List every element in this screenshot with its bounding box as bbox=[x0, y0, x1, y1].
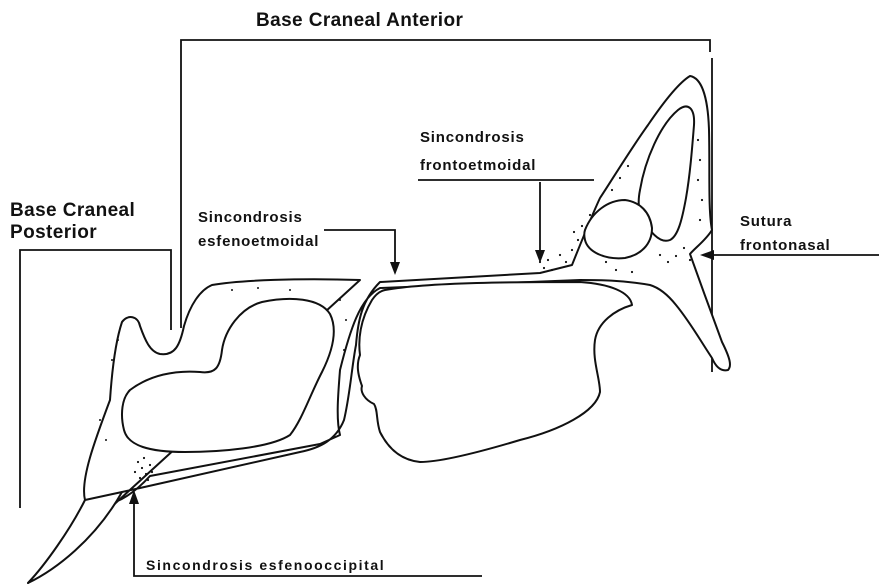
label-sincondrosis-esfenooccipital: Sincondrosis esfenooccipital bbox=[146, 557, 385, 573]
label-sincondrosis-frontoetmoidal-line1: Sincondrosis bbox=[420, 129, 525, 146]
esfenoetmoidal-arrowhead bbox=[390, 262, 400, 275]
label-sincondrosis-frontoetmoidal-line2: frontoetmoidal bbox=[420, 157, 536, 174]
label-sincondrosis-esfenoetmoidal-line2: esfenoetmoidal bbox=[198, 233, 319, 250]
label-sutura-frontonasal-line1: Sutura bbox=[740, 213, 792, 230]
frontoetmoidal-arrowhead bbox=[535, 250, 545, 263]
label-base-craneal-posterior-line1: Base Craneal bbox=[10, 200, 135, 221]
label-sincondrosis-esfenoetmoidal-line1: Sincondrosis bbox=[198, 209, 303, 226]
esfenoetmoidal-pointer-line bbox=[324, 230, 395, 265]
label-base-craneal-anterior: Base Craneal Anterior bbox=[256, 10, 463, 31]
label-sutura-frontonasal-line2: frontonasal bbox=[740, 237, 830, 254]
frontonasal-arrowhead bbox=[700, 250, 714, 260]
label-base-craneal-posterior-line2: Posterior bbox=[10, 222, 97, 243]
clivus-wedge bbox=[28, 492, 122, 583]
ethmoid-orbit-region bbox=[358, 282, 632, 462]
